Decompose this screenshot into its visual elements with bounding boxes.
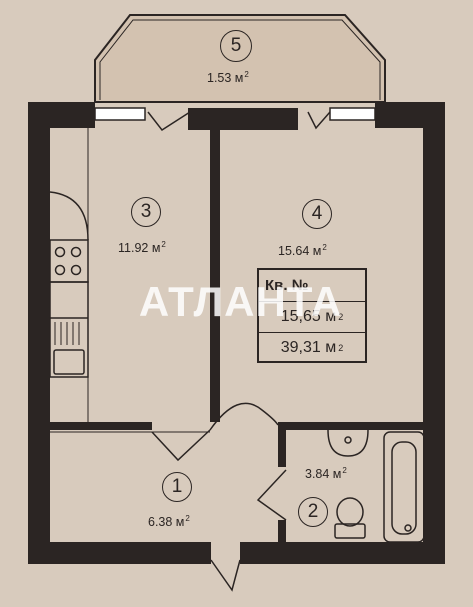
kitchen-radiator xyxy=(54,322,80,345)
room-3-area: 11.92 м2 xyxy=(118,240,166,255)
room-3-number: 3 xyxy=(131,197,161,227)
room-1-area: 6.38 м2 xyxy=(148,514,190,529)
room-5-area: 1.53 м2 xyxy=(207,70,249,85)
room-4-area: 15.64 м2 xyxy=(278,243,327,258)
kitchen-sink xyxy=(53,349,85,375)
stove-burners xyxy=(54,246,82,276)
room-2-number: 2 xyxy=(298,497,328,527)
room-4-number: 4 xyxy=(302,199,332,229)
bathroom-fixtures xyxy=(327,429,425,543)
balcony-door-swing xyxy=(147,111,191,132)
outer-walls xyxy=(28,102,445,564)
room-2-area: 3.84 м2 xyxy=(305,466,347,481)
door-swings xyxy=(151,402,287,592)
interior-walls xyxy=(50,128,423,542)
watermark-text: АТЛАНТА xyxy=(138,278,343,325)
room-1-number: 1 xyxy=(162,472,192,502)
window-right xyxy=(329,107,376,121)
window-left xyxy=(94,107,146,121)
balcony-door-swing-right xyxy=(307,111,331,130)
room-5-number: 5 xyxy=(220,30,252,62)
apartment-number-label: Кв. № xyxy=(265,277,309,294)
balcony-inner-line xyxy=(99,19,381,100)
kitchen-counter xyxy=(49,191,89,378)
